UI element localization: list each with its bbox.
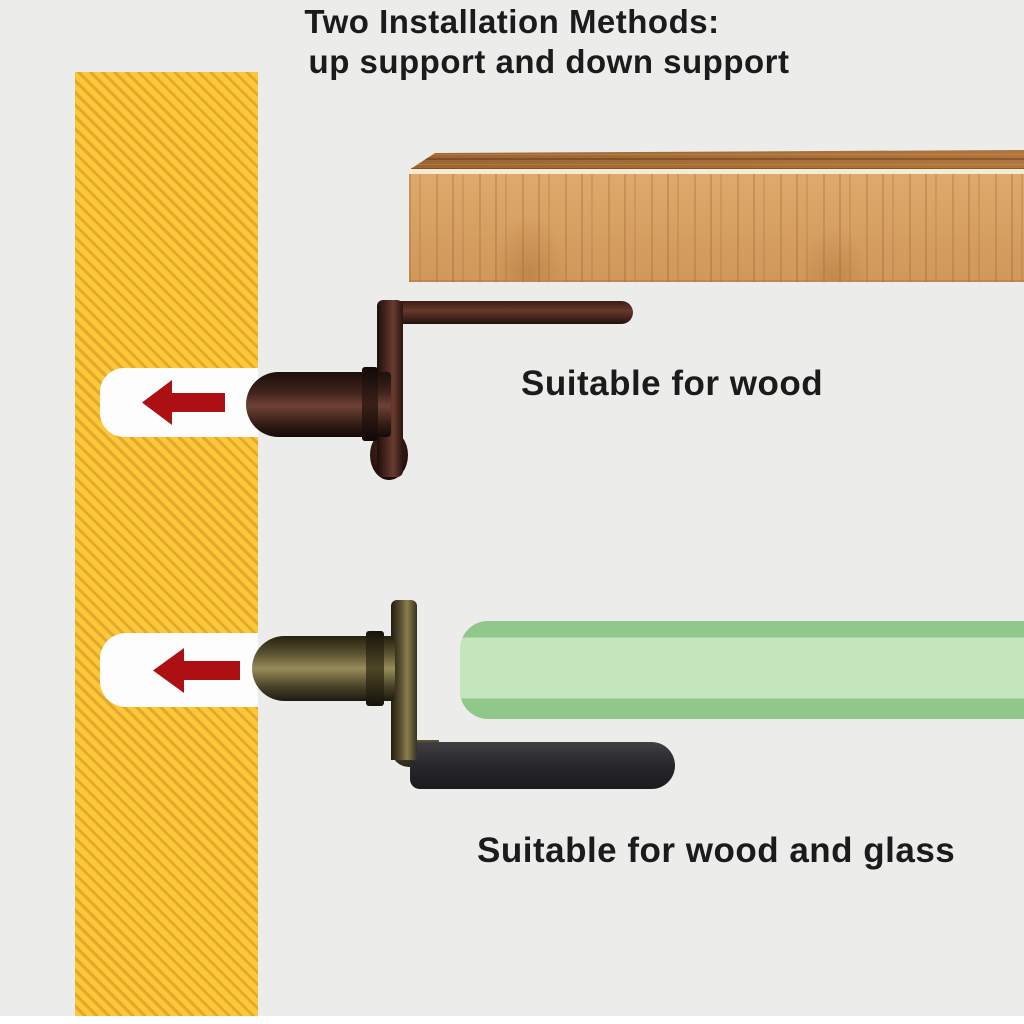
left-arrow-icon: [142, 380, 225, 425]
bottom-margin-bar: [0, 1016, 1024, 1024]
peg2-plate: [391, 600, 417, 760]
caption-wood: Suitable for wood: [521, 364, 824, 403]
cabinet-side-panel: [75, 72, 258, 1016]
peg1-support-arm: [383, 301, 633, 324]
left-arrow-shape: [153, 648, 240, 693]
peg2-collar: [366, 631, 384, 706]
peg1-collar: [362, 367, 378, 441]
left-arrow-shape: [142, 380, 225, 425]
caption-wood-glass: Suitable for wood and glass: [477, 831, 956, 870]
glass-shelf: [460, 621, 1024, 719]
title-line-2: up support and down support: [308, 43, 790, 80]
wood-shelf-edge-line: [409, 169, 1024, 174]
title-line-1: Two Installation Methods:: [304, 3, 720, 40]
left-arrow-icon: [153, 648, 240, 693]
wood-shelf-top-face: [409, 150, 1024, 170]
page-title: Two Installation Methods: up support and…: [0, 2, 1024, 82]
peg2-rubber-arm: [410, 742, 675, 789]
wood-shelf-front-face: [409, 174, 1024, 282]
